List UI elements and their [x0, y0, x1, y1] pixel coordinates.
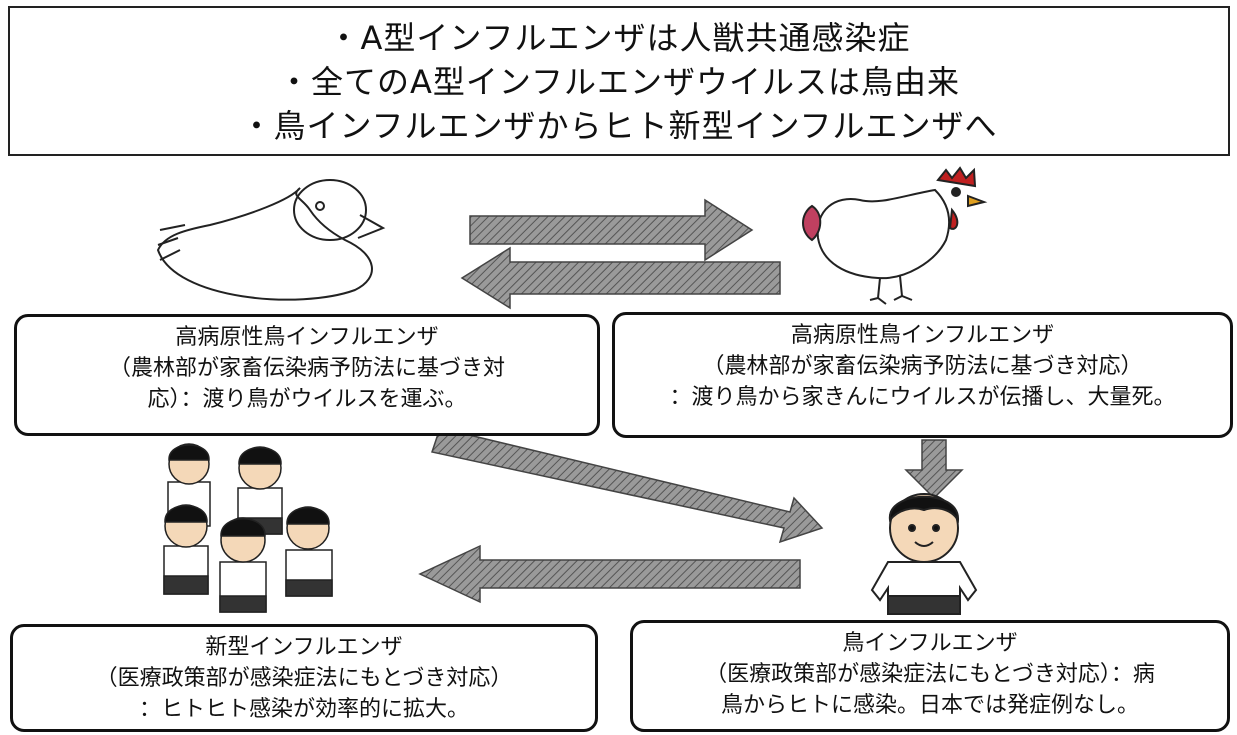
chicken-icon	[802, 166, 988, 305]
bird-flu-info-box: 鳥インフルエンザ （医療政策部が感染症法にもとづき対応）：病 鳥からヒトに感染。…	[630, 620, 1230, 732]
duck-icon	[156, 179, 386, 301]
header-line-1: ・A型インフルエンザは人獣共通感染症	[327, 19, 911, 57]
human-icon	[870, 493, 978, 615]
chicken-info-box: 高病原性鳥インフルエンザ （農林部が家畜伝染病予防法に基づき対応） ：渡り鳥から…	[612, 312, 1233, 438]
new-flu-info-box: 新型インフルエンザ （医療政策部が感染症法にもとづき対応） ：ヒトヒト感染が効率…	[10, 624, 598, 732]
header-line-2: ・全てのA型インフルエンザウイルスは鳥由来	[278, 63, 960, 101]
header-box: ・A型インフルエンザは人獣共通感染症 ・全てのA型インフルエンザウイルスは鳥由来…	[8, 6, 1230, 156]
arrow-duck-to-human	[431, 427, 824, 544]
human-group-icon	[163, 443, 333, 613]
bird-flu-box-title: 鳥インフルエンザ	[842, 631, 1018, 656]
arrow-chicken-to-duck	[460, 246, 781, 310]
new-flu-box-description: （医療政策部が感染症法にもとづき対応） ：ヒトヒト感染が効率的に拡大。	[95, 666, 513, 722]
new-flu-box-title: 新型インフルエンザ	[205, 635, 403, 660]
header-line-3: ・鳥インフルエンザからヒト新型インフルエンザへ	[240, 107, 998, 145]
duck-box-title: 高病原性鳥インフルエンザ	[175, 325, 439, 350]
duck-info-box: 高病原性鳥インフルエンザ （農林部が家畜伝染病予防法に基づき対 応）：渡り鳥がウ…	[14, 314, 600, 436]
bird-flu-box-description: （医療政策部が感染症法にもとづき対応）：病 鳥からヒトに感染。日本では発症例なし…	[705, 662, 1155, 718]
arrow-duck-to-chicken	[469, 198, 754, 262]
chicken-box-description: （農林部が家畜伝染病予防法に基づき対応） ：渡り鳥から家きんにウイルスが伝播し、…	[669, 354, 1176, 410]
duck-box-description: （農林部が家畜伝染病予防法に基づき対 応）：渡り鳥がウイルスを運ぶ。	[108, 356, 505, 412]
arrow-human-to-group	[418, 544, 801, 604]
chicken-box-title: 高病原性鳥インフルエンザ	[790, 323, 1055, 348]
arrow-chicken-to-human	[904, 439, 964, 500]
